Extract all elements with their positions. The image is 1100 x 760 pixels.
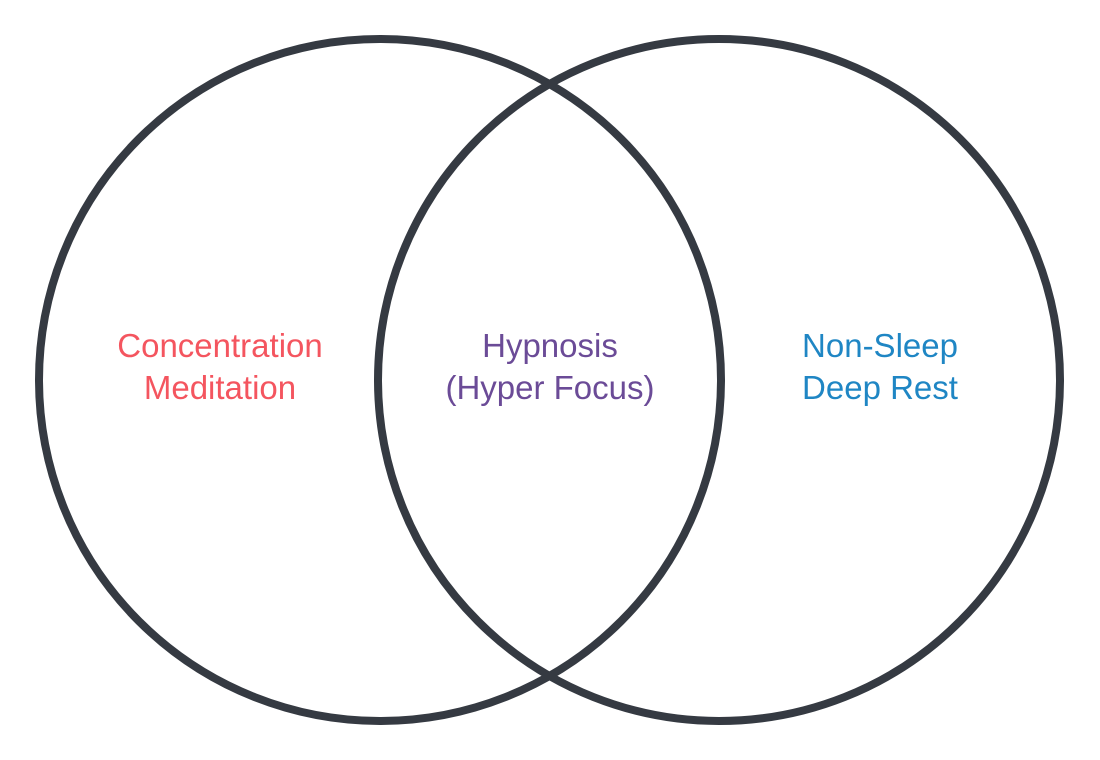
left-region-label: Concentration Meditation — [60, 325, 380, 409]
right-region-line-2: Deep Rest — [802, 369, 958, 406]
overlap-region-line-2: (Hyper Focus) — [445, 369, 655, 406]
left-region-line-1: Concentration — [117, 327, 323, 364]
right-region-label: Non-Sleep Deep Rest — [720, 325, 1040, 409]
right-region-line-1: Non-Sleep — [802, 327, 958, 364]
overlap-region-label: Hypnosis (Hyper Focus) — [390, 325, 710, 409]
overlap-region-line-1: Hypnosis — [482, 327, 618, 364]
left-circle — [35, 35, 725, 725]
right-circle — [374, 35, 1064, 725]
left-region-line-2: Meditation — [143, 369, 297, 406]
